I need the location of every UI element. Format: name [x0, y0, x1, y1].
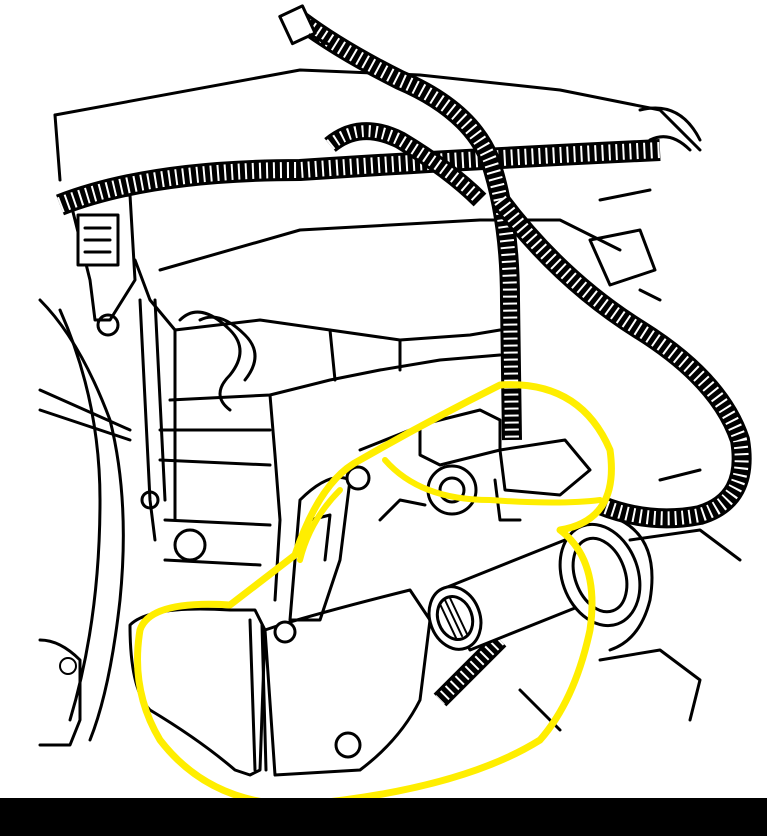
bottom-frame-band — [0, 798, 767, 836]
mounting-bracket — [68, 193, 207, 562]
wiring-harness — [56, 4, 752, 707]
transmission-housing — [38, 68, 742, 747]
shift-lever — [128, 418, 472, 777]
